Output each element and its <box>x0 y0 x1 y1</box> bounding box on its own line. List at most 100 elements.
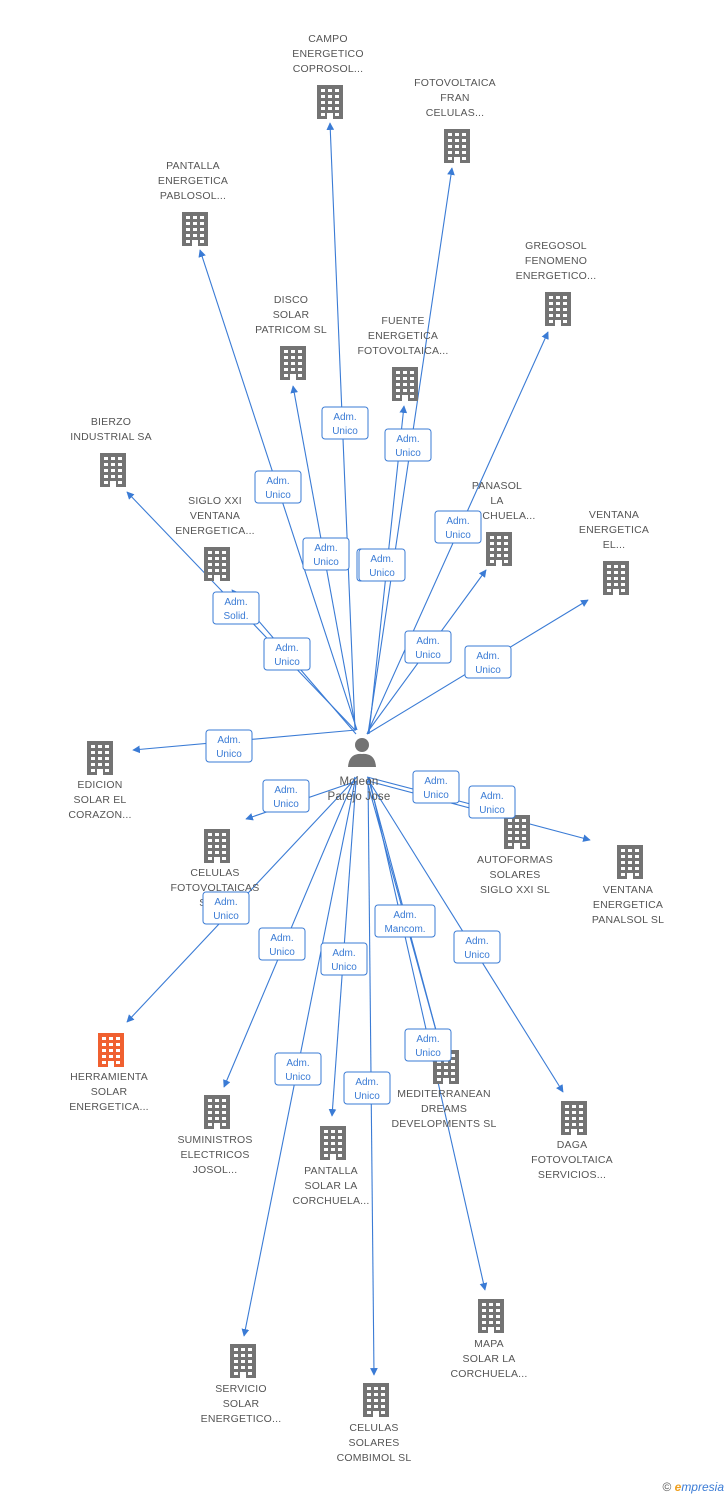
role-badge-text: Adm. <box>424 776 447 787</box>
company-node-daga[interactable]: DAGAFOTOVOLTAICASERVICIOS... <box>531 1101 613 1181</box>
company-name-line: CORCHUELA... <box>292 1195 369 1207</box>
role-badge-text: Adm. <box>355 1077 378 1088</box>
company-name-line: SUMINISTROS <box>177 1134 252 1146</box>
company-name-line: ENERGETICA <box>368 330 438 342</box>
company-node-fuente-energetica[interactable]: FUENTEENERGETICAFOTOVOLTAICA... <box>357 315 448 401</box>
building-icon <box>444 129 470 163</box>
company-name-line: CORCHUELA... <box>450 1368 527 1380</box>
company-node-ventana-el[interactable]: VENTANAENERGETICAEL... <box>579 509 649 595</box>
building-icon <box>320 1126 346 1160</box>
company-node-campo[interactable]: CAMPOENERGETICOCOPROSOL... <box>292 33 364 119</box>
role-badge-text: Adm. <box>275 643 298 654</box>
role-badge[interactable]: Adm.Unico <box>262 779 310 813</box>
role-badge[interactable]: Adm.Unico <box>321 406 369 440</box>
building-icon <box>204 547 230 581</box>
role-badge[interactable]: Adm.Unico <box>464 645 512 679</box>
company-name-line: ENERGETICA <box>579 524 649 536</box>
company-name-line: CORAZON... <box>68 809 131 821</box>
role-badge[interactable]: Adm.Unico <box>468 785 516 819</box>
company-name-line: DISCO <box>274 294 308 306</box>
building-icon <box>87 741 113 775</box>
company-name-line: ENERGETICO... <box>516 270 597 282</box>
company-name-line: SOLAR <box>223 1398 260 1410</box>
company-node-suministros[interactable]: SUMINISTROSELECTRICOSJOSOL... <box>177 1095 252 1176</box>
building-icon <box>561 1101 587 1135</box>
role-badge[interactable]: Adm.Mancom. <box>374 904 436 938</box>
role-badge[interactable]: Adm.Unico <box>434 510 482 544</box>
company-node-herramienta[interactable]: HERRAMIENTASOLARENERGETICA... <box>69 1033 149 1113</box>
role-badge-text: Unico <box>265 490 291 501</box>
badges-layer: Adm.UnicoAdm.UnicoAdm.UnicoAdm.UnicoAdm.… <box>202 406 516 1105</box>
role-badge[interactable]: Adm.Unico <box>453 930 501 964</box>
role-badge-text: Unico <box>213 911 239 922</box>
company-name-line: COPROSOL... <box>293 63 363 75</box>
role-badge-text: Unico <box>285 1072 311 1083</box>
role-badge-text: Adm. <box>332 948 355 959</box>
company-node-siglo-xxi[interactable]: SIGLO XXIVENTANAENERGETICA... <box>175 495 255 581</box>
building-icon <box>603 561 629 595</box>
role-badge-text: Adm. <box>465 936 488 947</box>
role-badge-text: Unico <box>395 448 421 459</box>
role-badge[interactable]: Adm. Unico <box>263 637 311 671</box>
role-badge[interactable]: Adm. Unico <box>384 428 432 462</box>
company-node-fotovoltaica-fran[interactable]: FOTOVOLTAICAFRANCELULAS... <box>414 77 496 163</box>
role-badge[interactable]: Adm.Unico <box>202 891 250 925</box>
role-badge-text: Unico <box>423 790 449 801</box>
role-badge-text: Adm. <box>396 434 419 445</box>
company-name-line: SOLARES <box>489 869 540 881</box>
role-badge-text: Unico <box>313 557 339 568</box>
role-badge[interactable]: Adm.Unico <box>343 1071 391 1105</box>
role-badge[interactable]: Adm.Unico <box>254 470 302 504</box>
empresia-logo: empresia <box>674 1480 724 1494</box>
company-name-line: FOTOVOLTAICAS <box>171 882 260 894</box>
role-badge[interactable]: Adm.Unico <box>404 1028 452 1062</box>
role-badge-text: Unico <box>479 805 505 816</box>
role-badge[interactable]: Adm.Unico <box>404 630 452 664</box>
role-badge[interactable]: Adm. Unico <box>302 537 350 571</box>
company-node-pantalla-energetica[interactable]: PANTALLAENERGETICAPABLOSOL... <box>158 160 228 246</box>
role-badge-text: Unico <box>445 530 471 541</box>
company-name-line: HERRAMIENTA <box>70 1071 148 1083</box>
role-badge-text: Unico <box>475 665 501 676</box>
company-name-line: ENERGETICA <box>593 899 663 911</box>
building-icon <box>545 292 571 326</box>
role-badge[interactable]: Adm.Unico <box>258 927 306 961</box>
company-name-line: ENERGETICA... <box>69 1101 149 1113</box>
company-node-servicio-solar[interactable]: SERVICIOSOLARENERGETICO... <box>201 1344 282 1425</box>
role-badge[interactable]: Adm.Unico <box>320 942 368 976</box>
role-badge[interactable]: Adm.Unico <box>274 1052 322 1086</box>
footer-brand: © empresia <box>662 1480 724 1494</box>
company-name-line: SIGLO XXI <box>188 495 242 507</box>
company-name-line: LA <box>490 495 503 507</box>
company-name-line: COMBIMOL SL <box>337 1452 412 1464</box>
company-name-line: FRAN <box>440 92 469 104</box>
role-badge-text: Unico <box>273 799 299 810</box>
company-name-line: PANASOL <box>472 480 522 492</box>
role-badge-text: Unico <box>415 650 441 661</box>
role-badge-text: Adm. <box>314 543 337 554</box>
company-name-line: SERVICIOS... <box>538 1169 606 1181</box>
building-icon <box>504 815 530 849</box>
company-name-line: ELECTRICOS <box>180 1149 249 1161</box>
company-name-line: SOLAR <box>273 309 310 321</box>
role-badge-text: Unico <box>274 657 300 668</box>
building-icon <box>204 1095 230 1129</box>
company-node-gregosol[interactable]: GREGOSOLFENOMENOENERGETICO... <box>516 240 597 326</box>
person-icon <box>348 738 376 767</box>
role-badge[interactable]: Adm.Solid. <box>212 591 260 625</box>
company-name-line: FUENTE <box>381 315 424 327</box>
role-badge[interactable]: Adm.Unico <box>205 729 253 763</box>
role-badge[interactable]: Adm. Unico <box>412 770 460 804</box>
role-badge[interactable]: Adm.Unico <box>358 548 406 582</box>
